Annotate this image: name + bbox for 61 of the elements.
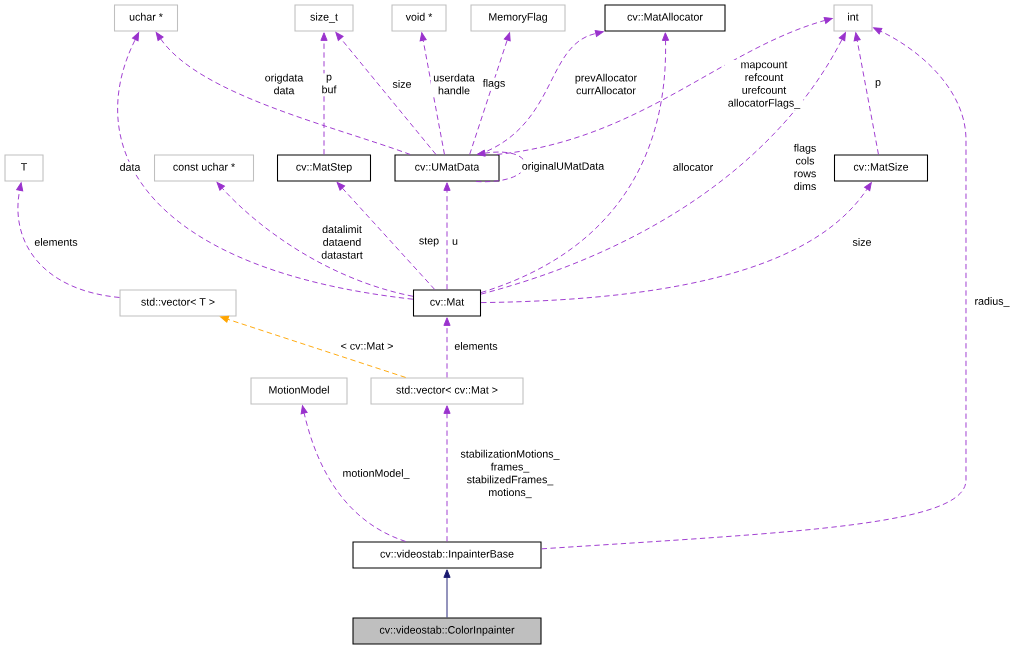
edge-label: elements [453,340,499,352]
class-box: cv::videostab::InpainterBase [352,541,542,569]
edge-label: origdata data [262,72,306,96]
arrow [480,32,846,295]
arrow [443,182,451,290]
edge-label: motionModel_ [341,467,411,481]
class-box: cv::UMatData [394,154,500,182]
class-box: size_t [294,4,354,32]
edge-label: flags cols rows dims [791,142,819,192]
class-box: MotionModel [250,377,348,405]
arrow [541,27,967,550]
edge-label: originalUMatData [520,160,606,174]
arrow [220,315,407,378]
edge-label: data [118,161,142,173]
edge-label: p buf [319,73,339,95]
arrow [443,569,451,618]
class-box: uchar * [113,4,179,32]
class-box: MemoryFlag [470,4,566,32]
edge-label: u [450,237,460,247]
class-box: cv::Mat [412,289,482,317]
edge-label: size [391,78,413,90]
edge-label: step [417,236,441,248]
class-box: std::vector< T > [119,289,237,317]
edge-label: p [873,78,883,90]
class-box: int [833,4,873,32]
edge-label: flags [481,77,507,91]
edge-label: stabilizationMotions_ frames_ stabilizedFrames_ motions_ [456,448,564,500]
class-box: void * [391,4,447,32]
arrow [480,32,670,294]
class-box: cv::videostab::ColorInpainter [352,617,542,645]
arrow [16,182,120,298]
edge-label: elements [33,236,79,248]
class-box: cv::MatStep [276,154,372,182]
class-box: cv::MatSize [833,154,929,182]
arrow [496,16,833,155]
arrow [216,182,414,297]
arrow [335,32,437,155]
edge-label: radius_ [973,295,1011,309]
edge-label: prevAllocator currAllocator [571,72,641,96]
class-box: std::vector< cv::Mat > [370,377,524,405]
class-box: const uchar * [153,154,255,182]
edge-label: allocator [671,161,715,173]
arrow [475,149,526,182]
arrow [853,32,879,155]
edge-label: mapcount refcount urefcount allocatorFlags_ [724,59,804,111]
edge-label: < cv::Mat > [339,340,395,352]
arrow [300,405,407,542]
arrow [480,182,872,304]
class-box: T [4,154,44,182]
arrow [117,32,414,300]
arrow [469,32,511,155]
arrow [443,317,451,378]
arrow [443,405,451,542]
arrow [336,182,436,290]
edge-label: size [851,236,873,248]
class-box: cv::MatAllocator [604,4,726,32]
arrow [320,32,328,155]
edge-label: userdata handle [430,72,478,96]
edge-label: datalimit dataend datastart [318,223,366,261]
arrow [419,32,445,155]
arrow [155,32,411,155]
